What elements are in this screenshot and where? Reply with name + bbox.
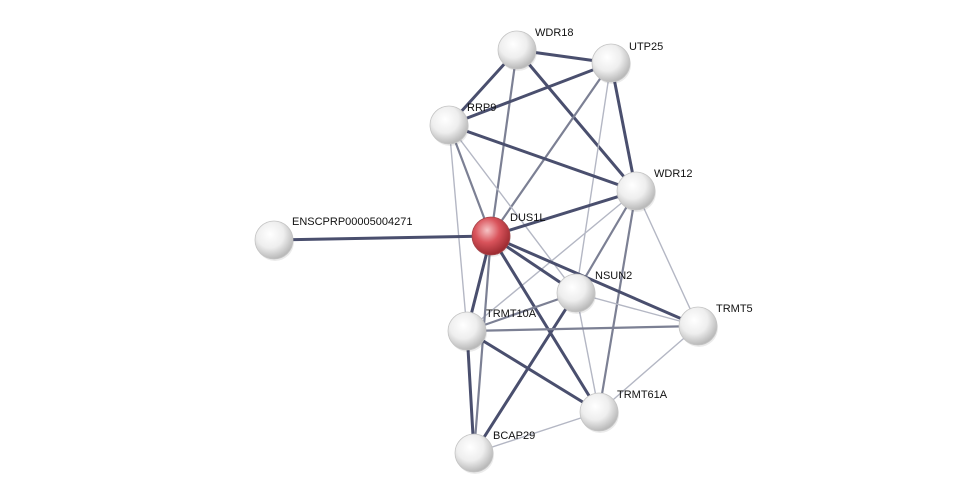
node-utp25[interactable]: UTP25	[591, 41, 663, 84]
edge-nsun2-bcap29	[472, 291, 578, 455]
node-wdr18[interactable]: WDR18	[497, 27, 574, 71]
node-circle[interactable]	[678, 306, 718, 346]
node-trmt5[interactable]: TRMT5	[678, 303, 753, 347]
edge-wdr18-wdr12	[515, 48, 638, 193]
node-label: DUS1L	[510, 212, 545, 224]
edge-rrp9-dus1l	[447, 123, 493, 238]
node-bcap29[interactable]: BCAP29	[454, 430, 535, 474]
node-label: TRMT10A	[486, 308, 537, 320]
edge-rrp9-nsun2	[448, 124, 577, 294]
edge-trmt10a-trmt5	[465, 324, 700, 333]
node-label: UTP25	[629, 41, 663, 53]
edge-enscprp-dus1l	[272, 234, 493, 242]
edge-trmt10a-bcap29	[465, 329, 476, 455]
node-label: TRMT61A	[617, 389, 668, 401]
node-dus1l[interactable]: DUS1L	[471, 212, 545, 257]
node-wdr12[interactable]: WDR12	[616, 168, 693, 212]
node-circle[interactable]	[591, 43, 631, 83]
edge-utp25-rrp9	[447, 61, 613, 127]
edge-dus1l-trmt61a	[489, 234, 601, 414]
edge-trmt61a-bcap29	[473, 411, 600, 454]
edge-rrp9-wdr12	[447, 123, 638, 193]
edge-utp25-nsun2	[575, 62, 612, 294]
node-circle[interactable]	[497, 30, 537, 70]
node-rrp9[interactable]: RRP9	[429, 102, 496, 146]
node-label: WDR18	[535, 27, 574, 39]
edge-rrp9-trmt10a	[448, 124, 468, 332]
edge-wdr12-trmt5	[635, 190, 699, 327]
node-label: WDR12	[654, 168, 693, 180]
node-circle[interactable]	[454, 433, 494, 473]
node-label: BCAP29	[493, 430, 535, 442]
edge-nsun2-trmt5	[575, 292, 699, 327]
node-circle[interactable]	[579, 392, 619, 432]
node-label: ENSCPRP00005004271	[292, 216, 412, 228]
node-enscprp[interactable]: ENSCPRP00005004271	[254, 216, 412, 261]
node-circle[interactable]	[471, 216, 511, 256]
edge-nsun2-trmt61a	[575, 292, 600, 413]
edge-utp25-wdr12	[609, 61, 638, 193]
node-circle[interactable]	[556, 273, 596, 313]
node-label: RRP9	[467, 102, 496, 114]
edge-dus1l-bcap29	[472, 234, 493, 455]
node-circle[interactable]	[254, 220, 294, 260]
node-trmt10a[interactable]: TRMT10A	[447, 308, 537, 352]
edges-layer	[272, 48, 700, 455]
edge-trmt5-trmt61a	[598, 325, 699, 413]
node-circle[interactable]	[447, 311, 487, 351]
edge-wdr12-dus1l	[489, 189, 638, 238]
node-label: TRMT5	[716, 303, 753, 315]
edge-dus1l-trmt5	[489, 234, 700, 328]
node-circle[interactable]	[429, 105, 469, 145]
node-trmt61a[interactable]: TRMT61A	[579, 389, 668, 433]
node-circle[interactable]	[616, 171, 656, 211]
node-nsun2[interactable]: NSUN2	[556, 270, 632, 314]
edge-wdr12-trmt61a	[597, 189, 638, 414]
node-label: NSUN2	[595, 270, 632, 282]
edge-trmt10a-trmt61a	[465, 329, 601, 414]
